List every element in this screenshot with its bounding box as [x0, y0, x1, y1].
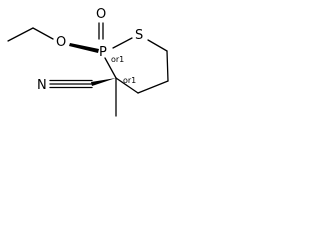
atom-nitrogen: N — [37, 78, 47, 93]
molecule-structure: O O P S N or1 or1 — [7, 7, 169, 117]
wedge-bond-oxygen-phosphorus — [69, 43, 99, 53]
bond-ch2-ch2-right — [166, 50, 169, 82]
bond-s-ch2 — [147, 39, 168, 52]
bond-quaternary-carbon-p — [104, 57, 117, 79]
atom-sulfur: S — [135, 28, 143, 43]
stereo-label-phosphorus: or1 — [111, 55, 124, 64]
bond-ch2-quaternary-carbon — [115, 77, 139, 94]
bond-p-s — [112, 37, 133, 49]
wedge-bond-carbon-nitrile — [91, 78, 116, 86]
bond-ch2-oxygen — [32, 27, 54, 40]
stereo-label-carbon: or1 — [123, 76, 136, 85]
bond-methyl-ch2 — [7, 27, 34, 42]
atom-oxygen-ether: O — [56, 35, 66, 50]
atom-phosphorus: P — [99, 45, 107, 60]
bond-ch2-ch2-bottom — [137, 80, 169, 94]
atom-oxygen-double: O — [96, 7, 106, 22]
